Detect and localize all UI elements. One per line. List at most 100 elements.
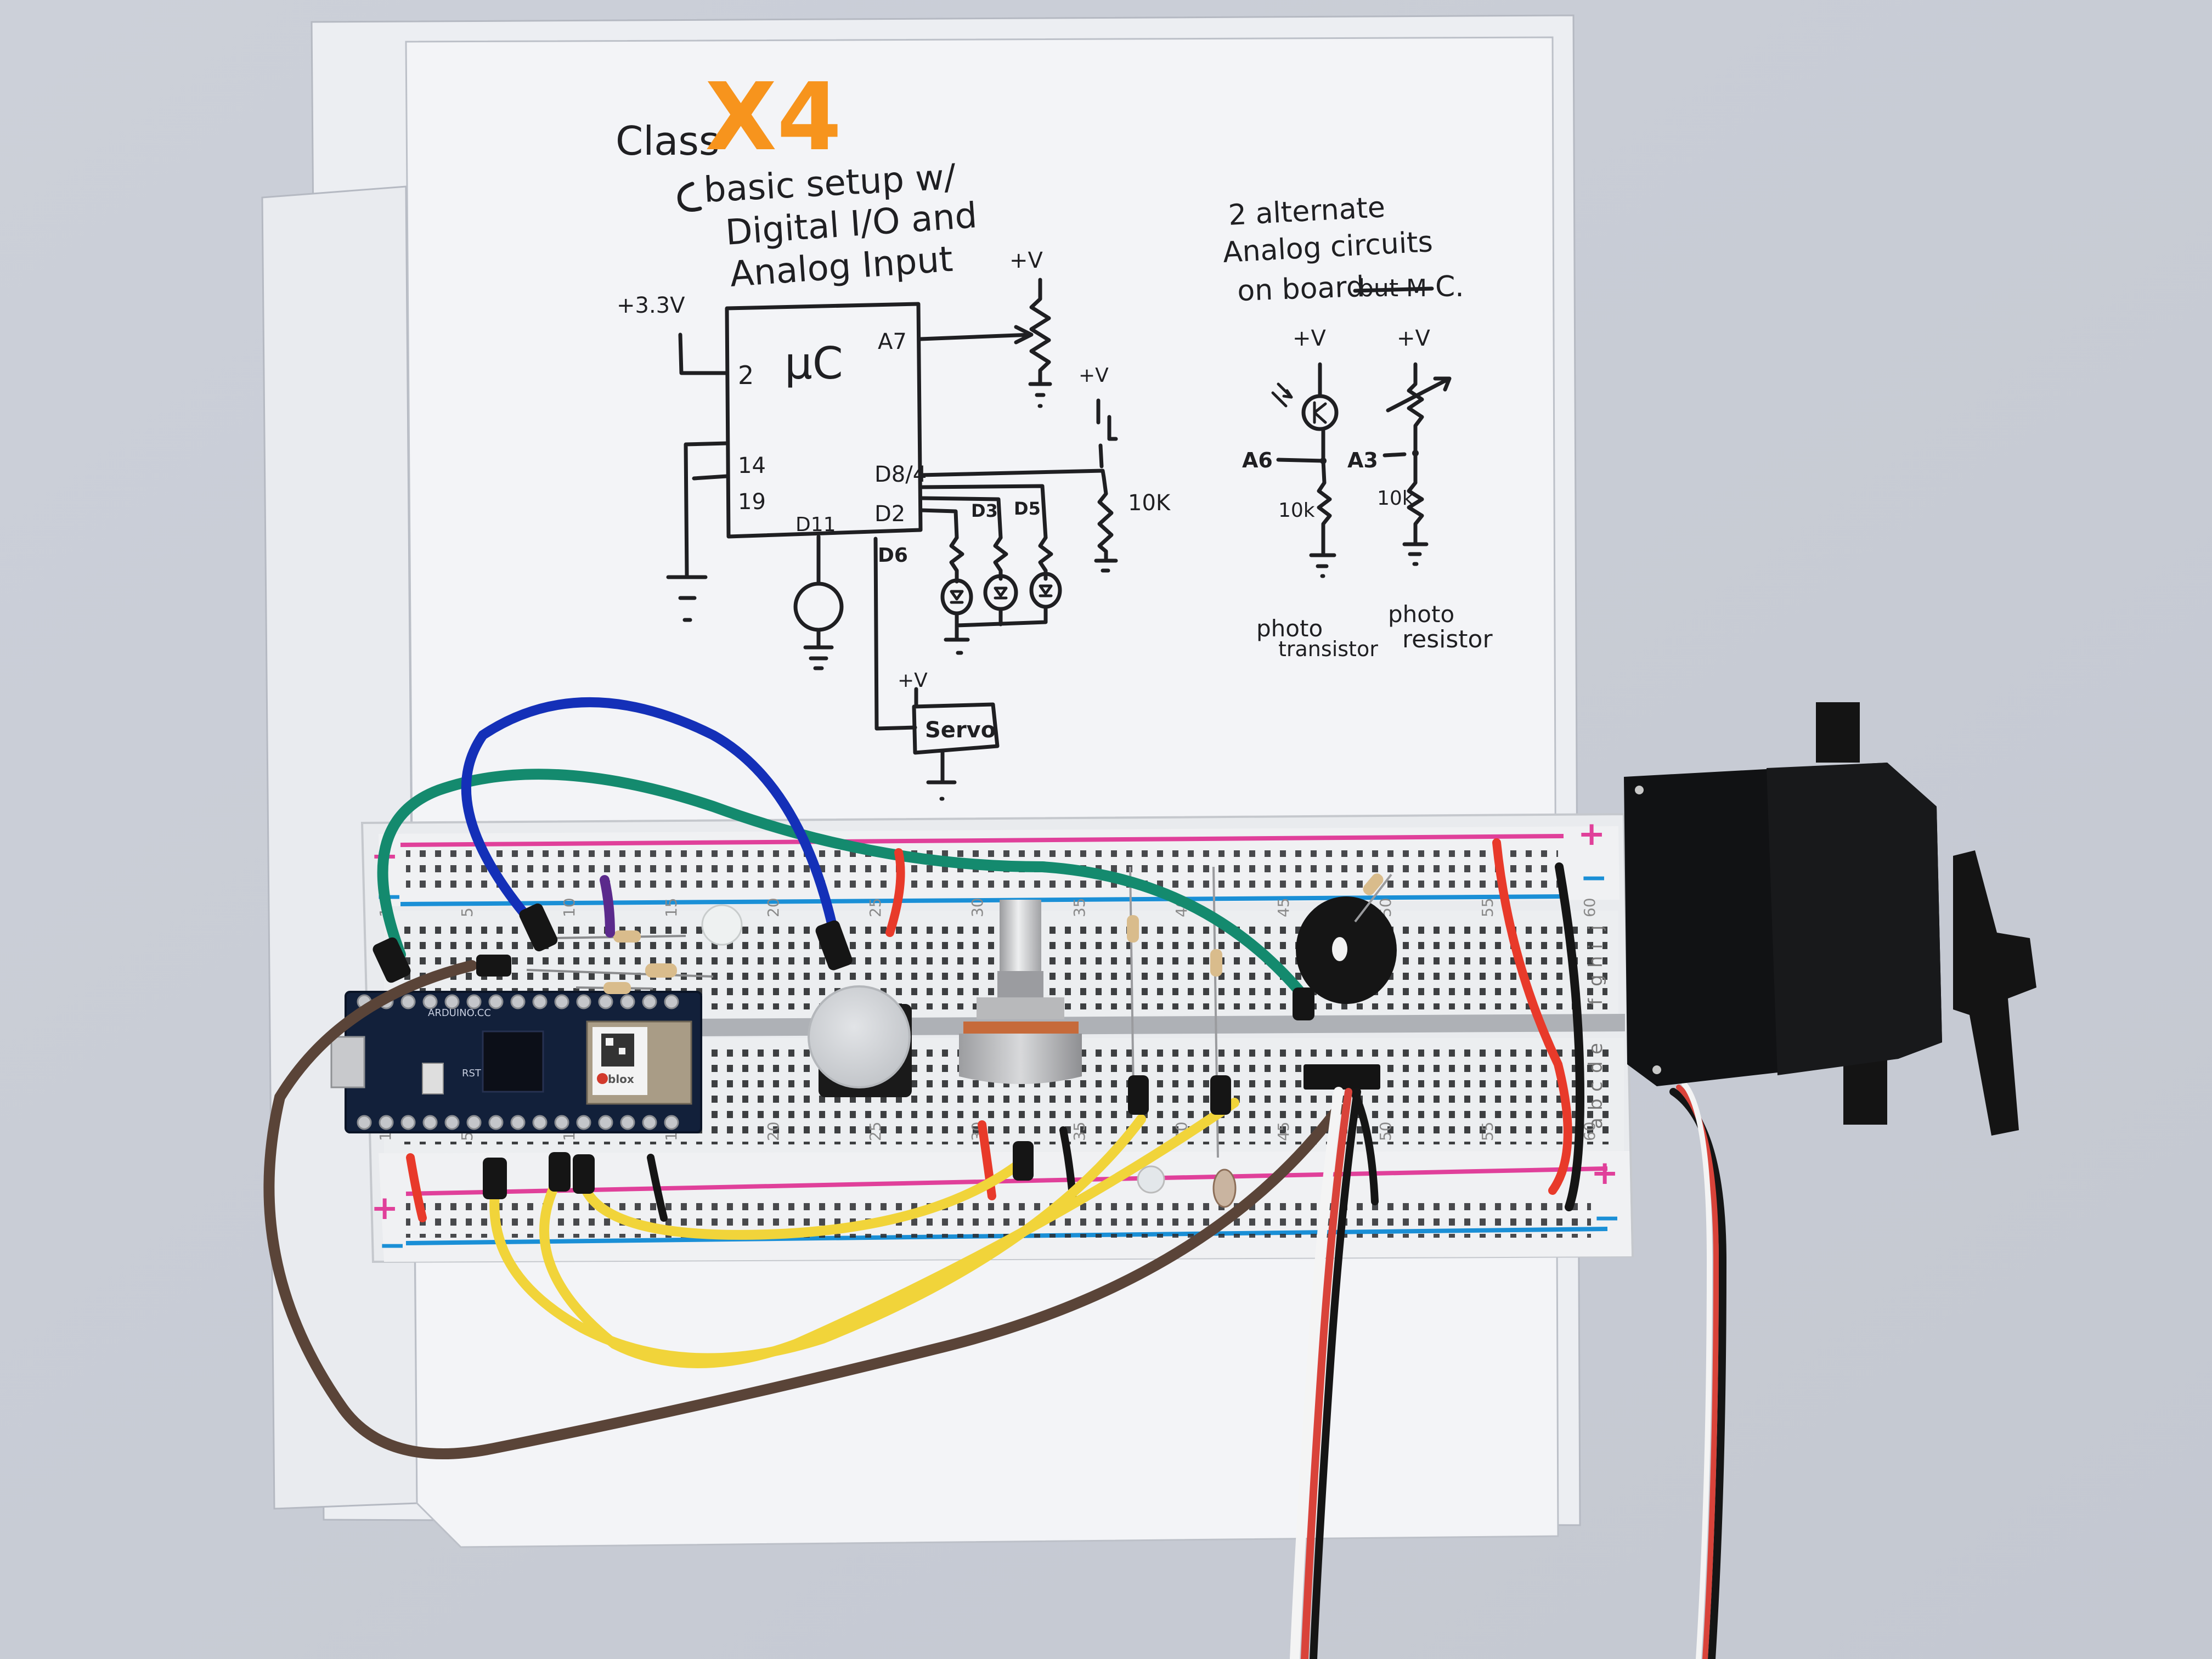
row-letter: j	[1585, 926, 1607, 931]
wire-purple	[600, 875, 615, 938]
wire-green	[377, 769, 1311, 1004]
photoresistor-resistor: 10k	[1377, 487, 1414, 510]
reset-button[interactable]	[422, 1063, 444, 1094]
supply-3v3-label: +3.3V	[617, 293, 685, 318]
row-letter: f	[1585, 998, 1607, 1005]
header-pin	[510, 994, 526, 1009]
servo-motor[interactable]	[1624, 702, 2036, 1136]
phototransistor-caption-2: transistor	[1278, 637, 1378, 661]
servo-horn[interactable]	[1953, 850, 2036, 1136]
header-pin	[598, 994, 613, 1009]
header-pin	[664, 1115, 679, 1130]
schematic-title-prefix: Class	[616, 118, 719, 164]
photoresistor-caption-1: photo	[1388, 601, 1454, 628]
header-pin	[422, 1115, 438, 1130]
arduino-reset-label: RST	[462, 1068, 482, 1079]
piezo-buzzer	[1296, 896, 1397, 1004]
column-number: 35	[1070, 1121, 1088, 1141]
rail-plus-label: +	[1591, 1154, 1618, 1192]
led-d5-label: D5	[1014, 498, 1041, 519]
column-number: 25	[866, 1121, 884, 1141]
phototransistor-resistor: 10k	[1278, 499, 1315, 522]
photoresistor-pin: A3	[1347, 448, 1378, 472]
resistor	[1127, 915, 1139, 943]
wire-yellow	[539, 1098, 1239, 1368]
rail-minus-label: −	[1580, 859, 1607, 897]
phototransistor-pin: A6	[1242, 448, 1273, 472]
header-pin	[642, 994, 657, 1009]
header-pin	[532, 994, 548, 1009]
potentiometer[interactable]	[959, 900, 1082, 1084]
rail-minus-label: −	[1593, 1199, 1621, 1237]
pin-a7: A7	[878, 329, 907, 354]
row-letter: e	[1585, 1043, 1607, 1054]
column-number: 55	[1479, 898, 1497, 917]
wire-yellow	[579, 1158, 1025, 1240]
row-letter: c	[1585, 1081, 1607, 1092]
resistor	[645, 963, 677, 978]
photoresistor	[1212, 1169, 1237, 1208]
rail-minus-label: −	[379, 1226, 406, 1265]
column-number: 20	[764, 1121, 782, 1141]
resistors-row	[526, 930, 714, 994]
header-pin	[532, 1115, 548, 1130]
resistor	[1210, 949, 1222, 977]
wire-plug	[549, 1152, 571, 1192]
servo-cable-from-motor	[1681, 1081, 1713, 1659]
pin-19: 19	[738, 489, 766, 515]
column-number: 5	[458, 907, 476, 917]
pin-14: 14	[738, 453, 766, 478]
header-pin	[422, 994, 438, 1009]
wire-plug	[1210, 1075, 1231, 1115]
header-pin	[444, 994, 460, 1009]
servo-box	[912, 702, 1000, 755]
column-number: 25	[866, 898, 884, 917]
schematic: Class X4 basic setup w/ Digital I/O and …	[616, 63, 1493, 801]
wire-plug	[519, 903, 558, 952]
switch-symbol	[1096, 398, 1118, 469]
wire-red	[978, 1120, 996, 1200]
rail-plus-label: +	[1578, 815, 1605, 853]
column-number: 15	[662, 898, 680, 917]
column-number: 45	[1274, 898, 1293, 917]
pot-supply-label: +V	[1009, 248, 1043, 273]
resistor	[613, 930, 641, 943]
column-number: 1	[376, 1131, 394, 1141]
pushbutton[interactable]	[808, 985, 912, 1097]
photoresistor-supply: +V	[1397, 326, 1431, 351]
phototransistor-supply: +V	[1293, 326, 1327, 351]
wire-black	[1555, 862, 1585, 1211]
arduino-nano-33-iot: ARDUINO.CC RST blox	[330, 991, 702, 1133]
resistor	[1363, 873, 1384, 895]
header-pin	[400, 1115, 416, 1130]
wire-plug	[476, 955, 511, 977]
servo-connector	[1304, 1064, 1380, 1090]
header-pin	[554, 1115, 569, 1130]
header-pin	[576, 994, 591, 1009]
resistor	[603, 982, 631, 994]
schematic-annotation-x4: X4	[705, 63, 842, 172]
wire-plug	[1293, 988, 1314, 1020]
wire-plug	[573, 1154, 595, 1194]
wire-red	[406, 1153, 427, 1222]
microcontroller-box	[725, 302, 923, 539]
header-pin	[466, 1115, 482, 1130]
wire-plug	[1013, 1141, 1034, 1181]
header-pin	[379, 1115, 394, 1130]
header-pin	[576, 1115, 591, 1130]
pin-d6: D6	[878, 544, 908, 567]
servo-cable-red	[1301, 1088, 1352, 1659]
header-pin	[400, 994, 416, 1009]
alt-heading-line3: on board	[1237, 270, 1364, 308]
column-number: 60	[1581, 898, 1599, 917]
pin-2: 2	[738, 360, 754, 390]
wire-blue	[461, 697, 839, 938]
led-d3-label: D3	[971, 500, 998, 521]
column-number: 50	[1376, 1121, 1395, 1141]
header-pin	[598, 1115, 613, 1130]
pin-d2: D2	[874, 501, 905, 527]
column-number: 5	[458, 1131, 476, 1141]
phototransistor	[1137, 1165, 1165, 1194]
phototransistor-symbol	[1301, 394, 1339, 431]
